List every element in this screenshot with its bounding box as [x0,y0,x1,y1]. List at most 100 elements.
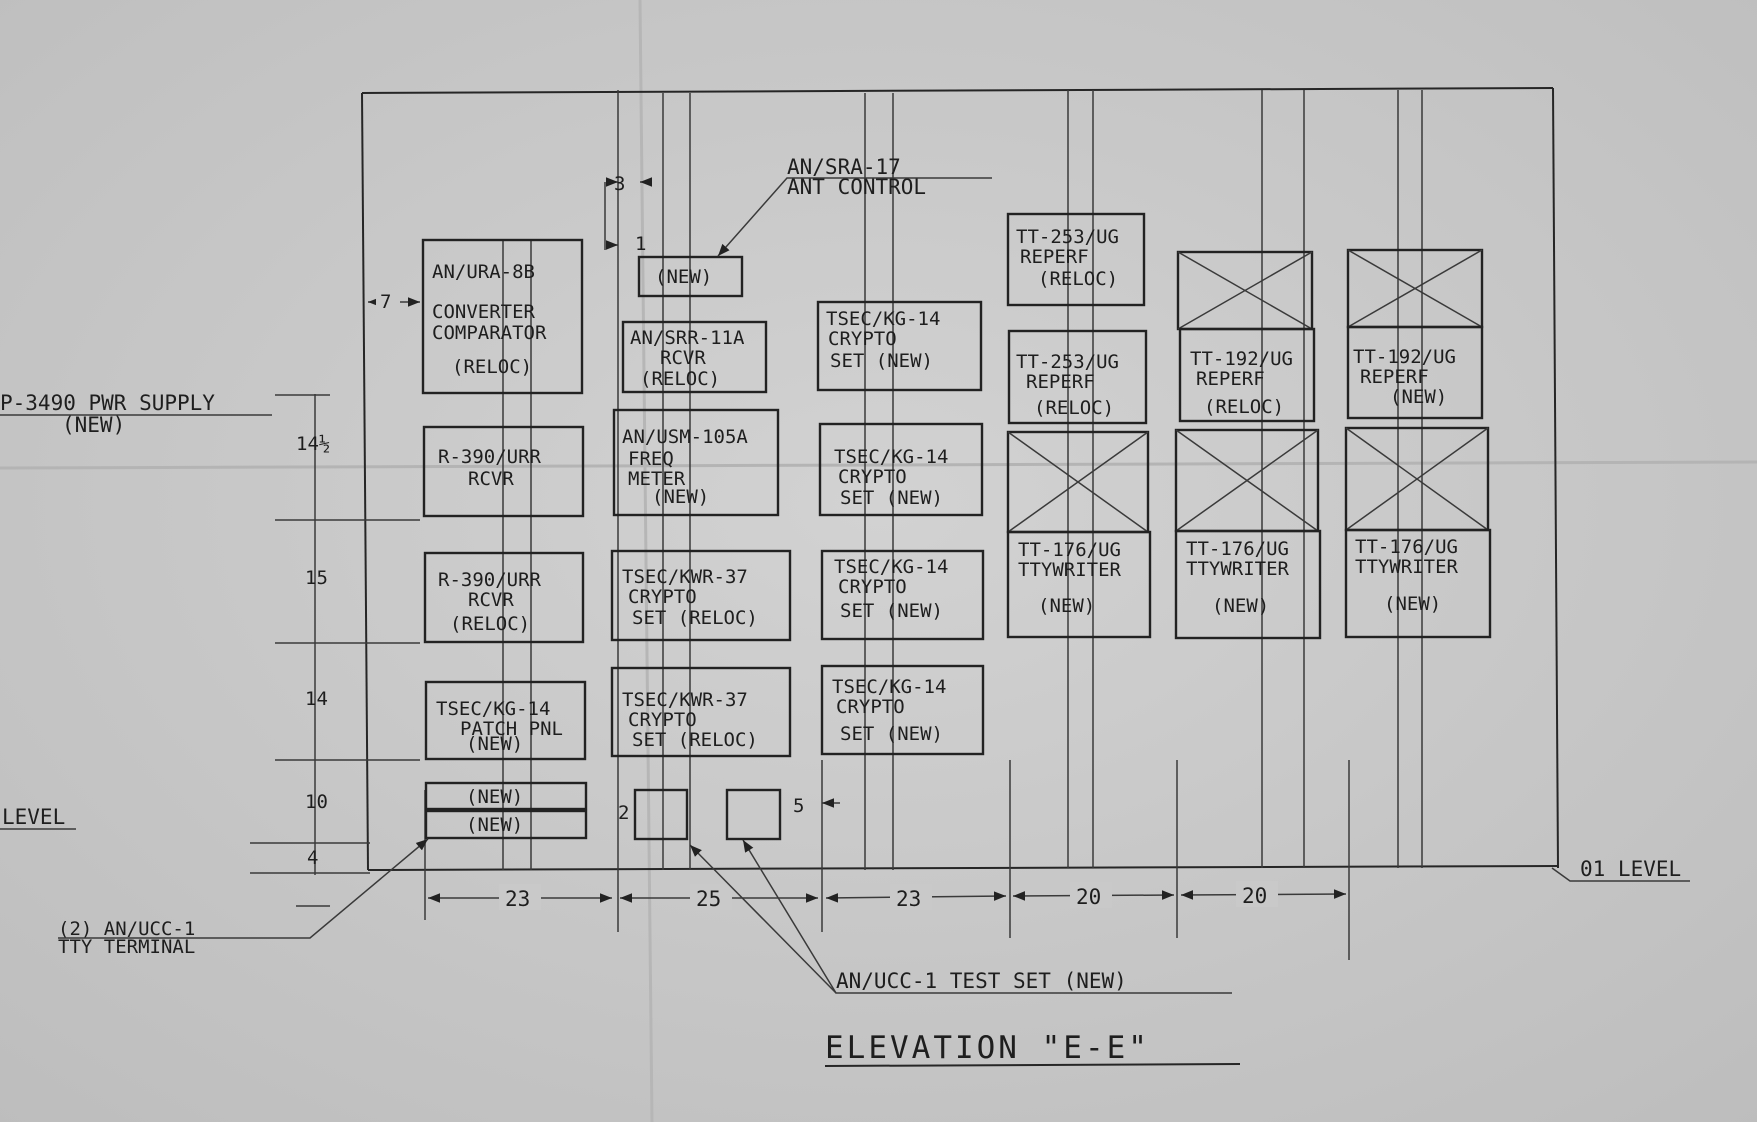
dim-20-col4: 20 [1076,885,1101,909]
small-dimensions: 3 1 7 2 5 [368,173,840,824]
level-left-label: LEVEL [2,805,65,829]
dim-14-5: 14½ [296,433,330,455]
callout-text: ANT CONTROL [787,175,926,199]
equipment-tty-terminal-lower[interactable]: (NEW) [424,809,588,840]
label-line: METER [628,468,686,490]
callout-level-left: LEVEL [0,805,76,830]
level-right-label: 01 LEVEL [1580,857,1681,881]
dim-5: 5 [793,795,804,817]
label-line: REPERF [1026,371,1095,393]
label-line: TSEC/KWR-37 [622,689,748,711]
label-line: AN/SRR-11A [630,327,745,349]
label-line: R-390/URR [438,446,542,468]
label-line: CRYPTO [628,709,697,731]
label-line: CRYPTO [836,696,905,718]
mounting-rails [424,90,1423,960]
label-line: SET (NEW) [840,487,943,509]
label-line: (RELOC) [1034,397,1114,419]
label-line: COMPARATOR [432,322,547,344]
callout-test-set: AN/UCC-1 TEST SET (NEW) [689,839,1232,994]
label-line: (RELOC) [1038,268,1118,290]
equipment-test-set-left[interactable] [633,788,689,841]
equipment-test-set-right[interactable] [725,788,782,841]
equipment-tty-terminal-upper[interactable]: (NEW) [424,781,588,811]
callout-pwr-supply: P-3490 PWR SUPPLY (NEW) [0,391,272,437]
label-line: PATCH PNL [460,718,563,740]
label-line: TT-253/UG [1016,351,1119,373]
dim-25-col2: 25 [696,887,721,911]
dim-23-col3: 23 [896,887,921,911]
label-line: R-390/URR [438,569,542,591]
dim-20-col5: 20 [1242,884,1267,908]
label-line: TTYWRITER [1355,556,1459,578]
label-line: SET (RELOC) [632,729,758,751]
callout-text: TTY TERMINAL [58,936,195,958]
label-line: CRYPTO [838,576,907,598]
label-line: TSEC/KG-14 [436,698,550,720]
label-line: SET (RELOC) [632,607,758,629]
callout-01-level: 01 LEVEL [1551,857,1690,882]
callout-ant-control: AN/SRA-17 ANT CONTROL [717,155,992,257]
equipment-an-sra-17[interactable]: (NEW) [637,255,744,298]
svg-text:(NEW): (NEW) [466,786,523,808]
callout-text: P-3490 PWR SUPPLY [0,391,215,415]
label-line: TSEC/KG-14 [834,556,948,578]
label-line: (RELOC) [452,356,532,378]
label-line: TTYWRITER [1018,559,1122,581]
label-line: (NEW) [1212,595,1269,617]
label-line: REPERF [1360,366,1429,388]
svg-text:(NEW): (NEW) [655,266,712,288]
label-line: SET (NEW) [840,600,943,622]
dim-2: 2 [618,802,629,824]
label-line: FREQ [628,448,674,470]
fold-crease [638,0,654,1122]
label-line: AN/USM-105A [622,426,748,448]
label-line: CRYPTO [628,586,697,608]
label-line: SET (NEW) [840,723,943,745]
title-text: ELEVATION "E-E" [825,1030,1150,1066]
dim-4: 4 [307,847,318,869]
dim-7: 7 [380,291,391,313]
label-line: TTYWRITER [1186,558,1290,580]
svg-text:(NEW): (NEW) [466,814,523,836]
label-line: TT-176/UG [1018,539,1121,561]
